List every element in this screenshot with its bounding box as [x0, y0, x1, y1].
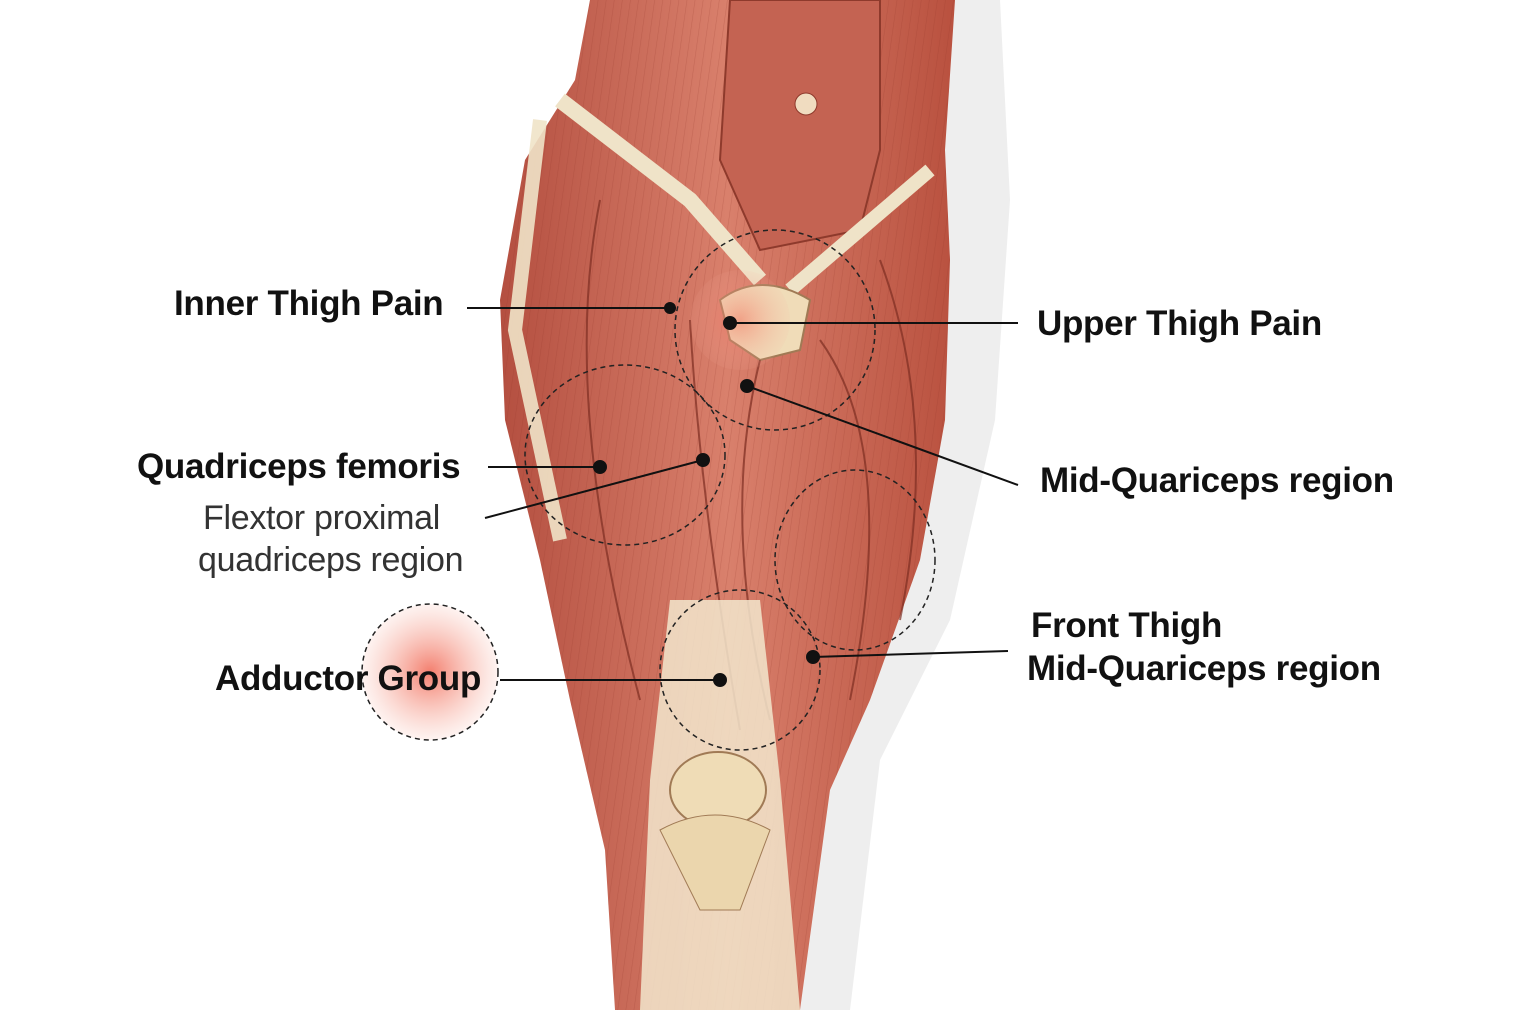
inguinal-ligament-left — [555, 93, 767, 286]
label-mid-quariceps-region: Mid-Quariceps region — [1040, 461, 1394, 500]
navel — [794, 92, 818, 116]
label-inner-thigh-pain: Inner Thigh Pain — [174, 284, 444, 323]
label-adductor-group: Adductor Group — [215, 659, 482, 698]
inguinal-ligament-right — [785, 164, 935, 296]
abdominal-muscles — [718, 0, 881, 252]
dashed-regions — [361, 229, 936, 751]
label-flextor-line2: quadriceps region — [198, 541, 464, 579]
leader-lines — [467, 302, 1019, 687]
label-flextor-line1: Flextor proximal — [203, 499, 441, 537]
adductor-highlight — [362, 604, 498, 740]
tibia — [659, 814, 771, 911]
label-upper-thigh-pain: Upper Thigh Pain — [1037, 304, 1322, 343]
label-quadriceps-femoris: Quadriceps femoris — [137, 447, 461, 486]
label-front-thigh-line1: Front Thigh — [1031, 606, 1223, 645]
label-front-thigh-line2: Mid-Quariceps region — [1027, 649, 1381, 688]
